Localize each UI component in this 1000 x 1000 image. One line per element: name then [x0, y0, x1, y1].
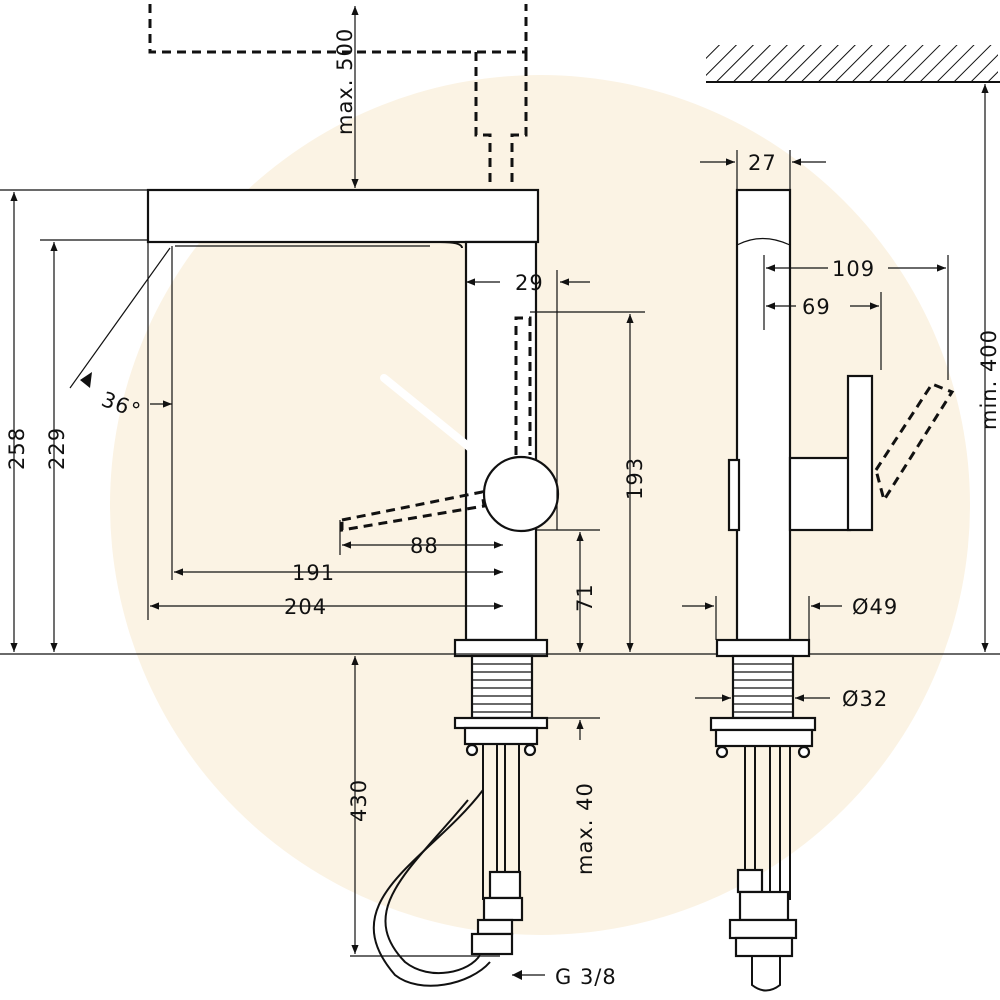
lever-dashed-position: [340, 490, 486, 532]
label-dia-32: Ø32: [842, 687, 888, 711]
label-258: 258: [5, 427, 29, 470]
mounting-nut: [453, 716, 549, 757]
spray-hose: [372, 789, 491, 987]
side-connectors: [728, 868, 798, 992]
front-view: max. 500 258 229 36° 29 193 88 191 204 7…: [0, 4, 1000, 989]
side-lever-hub: [788, 456, 852, 532]
spout-outlet: [152, 241, 463, 249]
side-base-plate: [715, 638, 811, 658]
label-109: 109: [832, 257, 875, 281]
wall-hatch: [706, 45, 998, 81]
label-204: 204: [284, 595, 327, 619]
label-430: 430: [347, 779, 371, 822]
faucet-body: [464, 240, 538, 642]
clearance-box-dashed: [148, 4, 528, 185]
supply-pipes: [482, 744, 520, 900]
side-mounting-nut: [709, 716, 817, 759]
label-g-3-8: G 3/8: [555, 965, 617, 989]
label-69: 69: [802, 295, 831, 319]
spout-bar: [146, 188, 540, 244]
label-71: 71: [573, 583, 597, 612]
side-lever-dashed: [874, 382, 955, 504]
hose-connector: [470, 870, 524, 956]
label-191: 191: [292, 561, 335, 585]
label-88: 88: [410, 534, 439, 558]
side-supply-pipes: [744, 746, 791, 900]
label-29: 29: [515, 271, 544, 295]
lever-knob: [482, 455, 560, 533]
side-lever-handle: [846, 374, 874, 532]
label-max-40: max. 40: [573, 782, 597, 875]
label-229: 229: [45, 427, 69, 470]
label-min-400: min. 400: [977, 329, 1000, 430]
label-max-500: max. 500: [333, 28, 357, 135]
label-193: 193: [623, 457, 647, 500]
spray-pulled-dashed: [514, 316, 532, 455]
side-threaded-shank: [731, 654, 795, 720]
label-27: 27: [748, 151, 777, 175]
side-view: 27 109 69 min. 400 Ø49 Ø32: [682, 45, 1000, 992]
threaded-shank: [470, 654, 534, 720]
label-dia-49: Ø49: [852, 595, 898, 619]
